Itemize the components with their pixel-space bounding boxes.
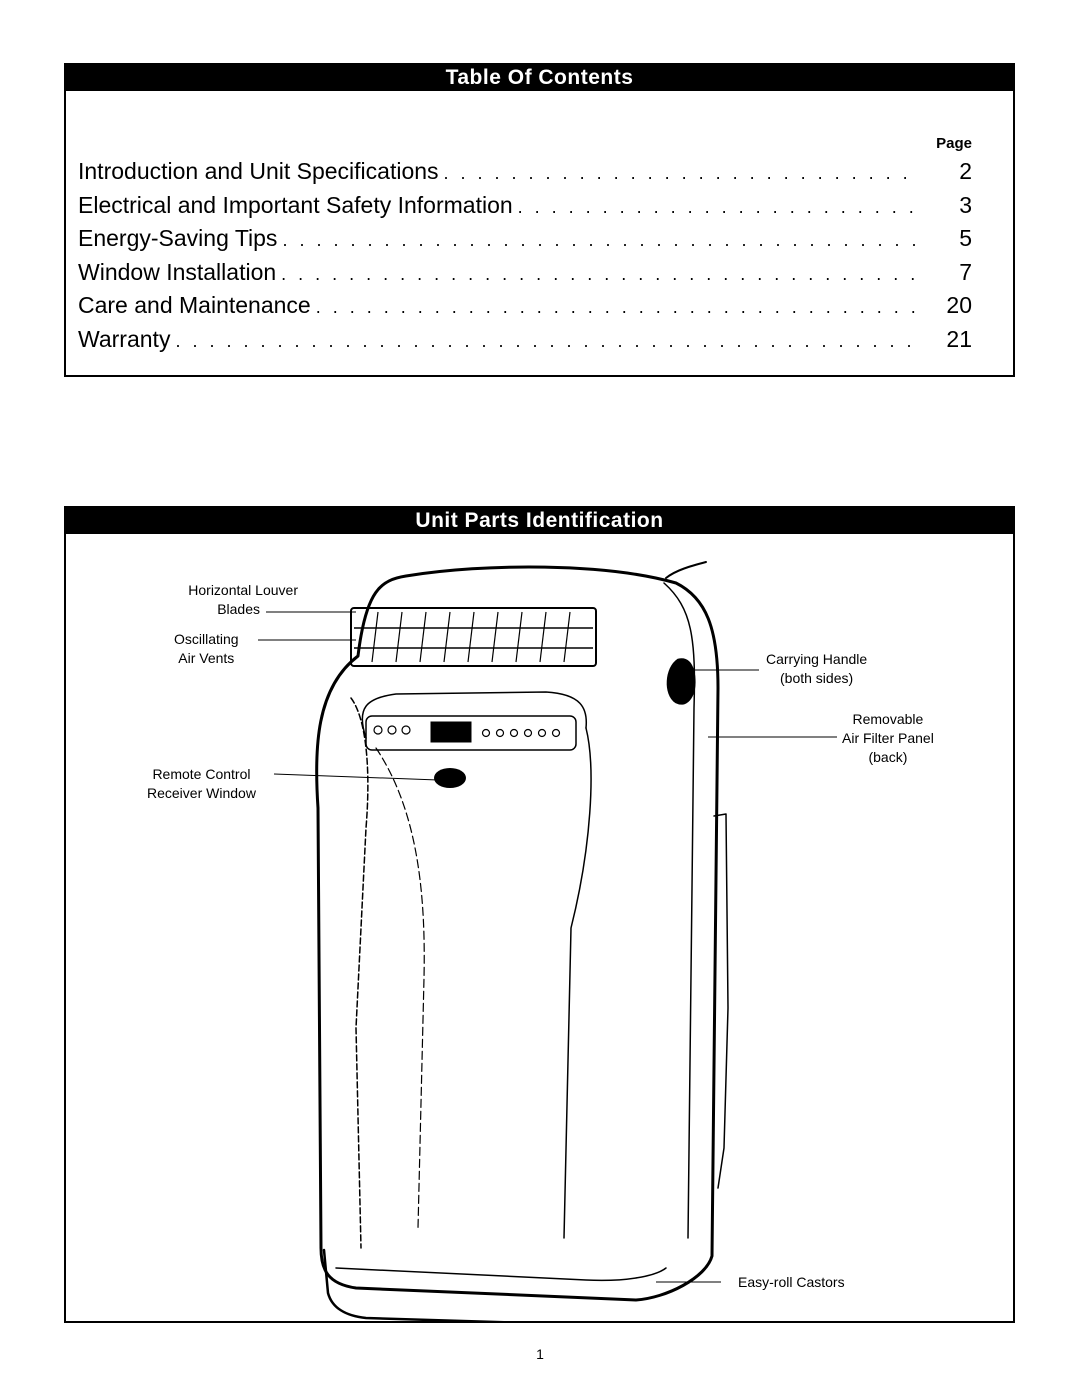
carrying-handle-icon — [666, 658, 696, 705]
callout-vents-line2: Air Vents — [178, 650, 235, 666]
toc-leader-dots — [277, 230, 920, 251]
toc-entry-page: 3 — [959, 191, 972, 218]
toc-entry-title: Introduction and Unit Specifications — [78, 158, 439, 184]
air-conditioner-diagram — [258, 561, 837, 1321]
toc-entry[interactable]: Introduction and Unit Specifications 2 — [78, 158, 972, 192]
toc-entry[interactable]: Electrical and Important Safety Informat… — [78, 192, 972, 226]
control-panel — [365, 715, 577, 751]
unit-parts-box: Unit Parts Identification — [64, 506, 1015, 1323]
filter-panel-outline — [713, 813, 729, 1189]
callout-leader-lines — [258, 611, 837, 1283]
toc-list: Introduction and Unit Specifications 2 E… — [78, 158, 972, 359]
toc-entry-page: 7 — [959, 258, 972, 285]
unit-body-outline — [315, 565, 720, 1302]
toc-entry[interactable]: Warranty 21 — [78, 326, 972, 360]
toc-entry[interactable]: Care and Maintenance 20 — [78, 292, 972, 326]
callout-air-filter: Removable Air Filter Panel (back) — [842, 710, 934, 767]
callout-air-vents: Oscillating Air Vents — [174, 630, 239, 668]
callout-castors-line1: Easy-roll Castors — [738, 1274, 845, 1290]
callout-filter-line3: (back) — [868, 749, 908, 765]
base-outline — [322, 1248, 505, 1321]
toc-entry-page: 2 — [959, 158, 972, 184]
toc-entry-title: Care and Maintenance — [78, 292, 311, 318]
callout-louver-line2: Blades — [217, 601, 260, 617]
toc-entry-page: 5 — [959, 225, 972, 251]
page-column-label: Page — [936, 135, 972, 152]
toc-leader-dots — [276, 264, 920, 285]
toc-heading: Table Of Contents — [66, 65, 1013, 91]
toc-entry[interactable]: Energy-Saving Tips 5 — [78, 225, 972, 259]
toc-entry-title: Warranty — [78, 325, 171, 352]
toc-entry-title: Electrical and Important Safety Informat… — [78, 191, 513, 218]
base-step — [335, 1267, 667, 1282]
callout-remote-line1: Remote Control — [152, 766, 251, 782]
callout-remote-line2: Receiver Window — [147, 785, 256, 801]
front-panel-right-curve — [563, 727, 592, 1239]
toc-entry-page: 20 — [946, 292, 972, 318]
table-of-contents-box: Table Of Contents Page Introduction and … — [64, 63, 1015, 377]
toc-leader-dots — [311, 297, 920, 318]
callout-remote-receiver: Remote Control Receiver Window — [147, 765, 256, 803]
callout-filter-line2: Air Filter Panel — [842, 730, 934, 746]
remote-receiver-window — [434, 768, 466, 788]
callout-handle-line1: Carrying Handle — [766, 651, 868, 667]
toc-leader-dots — [439, 163, 920, 184]
parts-heading: Unit Parts Identification — [66, 508, 1013, 534]
side-panel-line — [663, 582, 696, 1239]
callout-filter-line1: Removable — [852, 711, 924, 727]
toc-entry-page: 21 — [946, 325, 972, 352]
callout-vents-line1: Oscillating — [174, 631, 239, 647]
toc-entry-title: Energy-Saving Tips — [78, 225, 278, 251]
callout-handle-line2: (both sides) — [780, 670, 854, 686]
air-vent-panel — [350, 607, 597, 667]
page-number: 1 — [536, 1346, 544, 1362]
callout-castors: Easy-roll Castors — [738, 1273, 845, 1292]
toc-leader-dots — [170, 331, 920, 352]
front-panel-left-curve — [350, 697, 369, 1249]
callout-louver-line1: Horizontal Louver — [188, 582, 298, 598]
toc-entry-title: Window Installation — [78, 258, 277, 285]
toc-leader-dots — [513, 197, 920, 218]
callout-carrying-handle: Carrying Handle (both sides) — [766, 650, 867, 688]
toc-entry[interactable]: Window Installation 7 — [78, 259, 972, 293]
front-panel-inner-curve — [361, 691, 588, 739]
callout-louver-blades: Horizontal Louver Blades — [162, 581, 298, 619]
front-panel-center-curve — [375, 747, 425, 1229]
